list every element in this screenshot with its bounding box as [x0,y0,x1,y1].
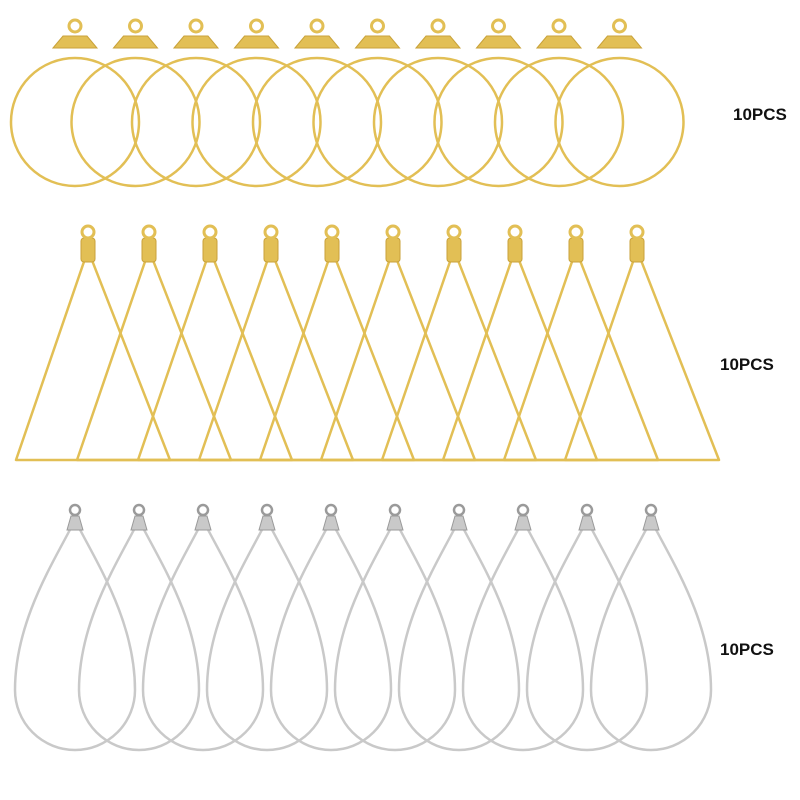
hoop-clasp [385,237,401,263]
hoop-loop [629,224,645,240]
hoop-loop [370,18,385,34]
hoop-loop [128,18,143,34]
hoop-clasp [642,515,660,531]
hoop-loop [80,224,96,240]
hoop-loop [132,503,146,517]
gold-circle-hoop [433,56,564,188]
silver-teardrop-hoop [13,519,137,752]
hoop-loop [324,224,340,240]
silver-teardrop-hoop [141,519,265,752]
gold-circle-hoop [70,56,201,188]
gold-circle-hoop [372,56,504,188]
hoop-clasp [568,237,584,263]
hoop-loop [568,224,584,240]
gold-circle-hoop [312,56,443,188]
hoop-clasp [414,35,462,49]
hoop-clasp [578,515,596,531]
row3-count-label: 10PCS [720,640,774,659]
hoop-clasp [141,237,157,263]
hoop-clasp [293,35,341,49]
hoop-clasp [112,35,159,49]
hoop-loop [141,224,157,240]
hoop-loop [446,224,462,240]
gold-circle-hoop [251,56,383,188]
row2-count-label: 10PCS [720,355,774,374]
hoop-clasp [233,35,280,49]
silver-teardrop-hoop [397,519,521,752]
gold-circle-hoop [130,56,262,188]
silver-teardrop-hoop [77,519,201,752]
gold-circle-hoop [9,56,141,188]
gold-triangle-hoop [14,248,172,462]
hoop-loop [202,224,218,240]
hoop-loop [507,224,523,240]
hoop-loop [260,503,274,517]
hoop-clasp [475,35,522,49]
hoop-loop [388,503,402,517]
gold-triangle-hoop [563,248,721,462]
hoop-loop [249,18,264,34]
hoop-clasp [263,237,279,263]
gold-circle-hoop [493,56,625,188]
hoop-clasp [258,515,276,531]
gold-circle-hoop [554,56,685,188]
hoop-loop [491,18,506,34]
hoop-clasp [322,515,340,531]
hoop-loop [612,18,627,34]
hoop-loop [644,503,658,517]
hoop-clasp [596,35,643,49]
hoop-clasp [130,515,148,531]
hoop-clasp [514,515,532,531]
silver-teardrop-hoop [525,519,649,752]
hoop-loop [580,503,594,517]
gold-circle-hoop [191,56,322,188]
silver-teardrop-hoop [205,519,329,752]
hoop-loop [67,18,83,34]
hoop-clasp [535,35,583,49]
hoop-clasp [202,237,218,263]
hoop-clasp [446,237,462,263]
hoop-clasp [507,237,523,263]
hoop-clasp [194,515,212,531]
silver-teardrop-hoop [461,519,585,752]
hoop-loop [430,18,446,34]
hoop-clasp [172,35,220,49]
silver-teardrop-hoop [269,519,393,752]
hoop-loop [452,503,466,517]
hoop-loop [516,503,530,517]
hoop-clasp [450,515,468,531]
hoop-clasp [629,237,645,263]
silver-teardrop-hoop [333,519,457,752]
hoop-loop [188,18,204,34]
hoop-loop [551,18,567,34]
hoop-loop [196,503,210,517]
hoop-loop [309,18,325,34]
hoop-loop [385,224,401,240]
hoop-loop [324,503,338,517]
hoop-clasp [354,35,401,49]
hoop-loop [263,224,279,240]
hoop-clasp [80,237,96,263]
hoop-clasp [66,515,84,531]
hoop-clasp [386,515,404,531]
hoop-loop [68,503,82,517]
row1-count-label: 10PCS [733,105,787,124]
hoop-clasp [324,237,340,263]
silver-teardrop-hoop [589,519,713,752]
hoop-clasp [51,35,99,49]
